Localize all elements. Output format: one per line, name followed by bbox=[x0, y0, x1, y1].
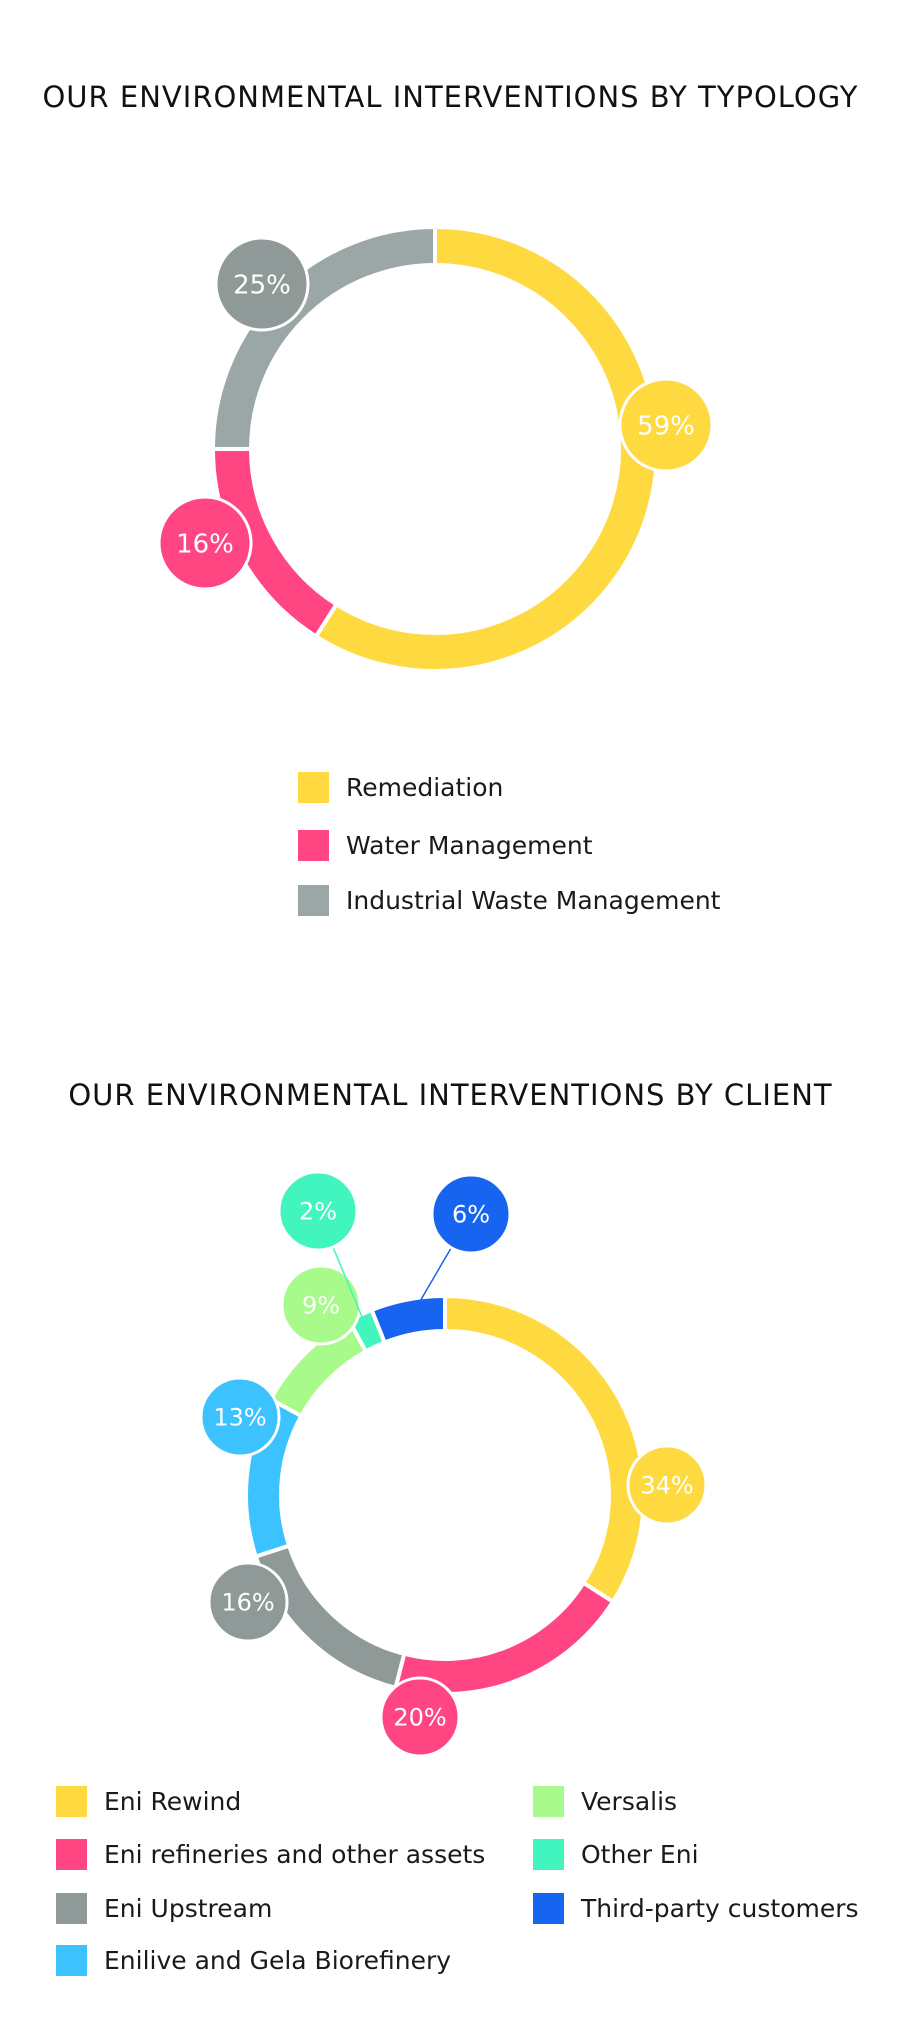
legend-item-eni-upstream: Eni Upstream bbox=[56, 1893, 272, 1924]
data-label-enilive-and-gela-biorefinery: 13% bbox=[213, 1404, 266, 1432]
value-bubble-versalis bbox=[280, 1264, 362, 1346]
donut-segment-eni-rewind bbox=[443, 1293, 646, 1605]
data-label-other-eni: 2% bbox=[299, 1198, 337, 1226]
legend-label: Industrial Waste Management bbox=[346, 886, 721, 915]
donut-segment-third-party-customers bbox=[369, 1293, 447, 1346]
legend-label: Other Eni bbox=[581, 1840, 699, 1869]
legend-swatch bbox=[56, 1839, 87, 1870]
legend-label: Eni Rewind bbox=[104, 1787, 242, 1816]
legend-item-other-eni: Other Eni bbox=[533, 1839, 699, 1870]
legend-label: Eni Upstream bbox=[104, 1894, 273, 1923]
value-bubble-remediation bbox=[618, 377, 714, 473]
data-label-remediation: 59% bbox=[637, 411, 695, 441]
legend-item-third-party-customers: Third-party customers bbox=[533, 1893, 859, 1924]
legend-swatch bbox=[298, 830, 329, 861]
legend-item-versalis: Versalis bbox=[533, 1786, 677, 1817]
legend-swatch bbox=[298, 772, 329, 803]
data-label-eni-rewind: 34% bbox=[640, 1472, 693, 1500]
legend-swatch bbox=[533, 1839, 564, 1870]
value-bubble-eni-refineries-and-other-assets bbox=[379, 1676, 461, 1758]
legend-item-water-management: Water Management bbox=[298, 830, 593, 861]
value-bubble-eni-rewind bbox=[626, 1444, 708, 1526]
data-label-third-party-customers: 6% bbox=[452, 1201, 490, 1229]
legend-item-eni-rewind: Eni Rewind bbox=[56, 1786, 241, 1817]
chart-title-client: OUR ENVIRONMENTAL INTERVENTIONS BY CLIEN… bbox=[68, 1078, 833, 1112]
donut-segments bbox=[210, 224, 659, 673]
value-bubble-third-party-customers bbox=[430, 1173, 512, 1255]
value-bubble-enilive-and-gela-biorefinery bbox=[199, 1376, 281, 1458]
value-bubble-water-management bbox=[157, 495, 253, 591]
data-label-eni-upstream: 16% bbox=[221, 1589, 274, 1617]
legend-label: Versalis bbox=[581, 1787, 678, 1816]
data-label-water-management: 16% bbox=[176, 529, 234, 559]
data-label-eni-refineries-and-other-assets: 20% bbox=[393, 1704, 446, 1732]
value-bubble-eni-upstream bbox=[207, 1561, 289, 1643]
chart-title-typology: OUR ENVIRONMENTAL INTERVENTIONS BY TYPOL… bbox=[42, 80, 859, 114]
donut-chart-client: 34% 20% 16% 13% 9% 2% 6% bbox=[199, 1170, 708, 1758]
legend-item-enilive-and-gela-biorefinery: Enilive and Gela Biorefinery bbox=[56, 1945, 451, 1976]
legend-swatch bbox=[533, 1893, 564, 1924]
donut-segment-remediation bbox=[313, 224, 659, 673]
legend-label: Enilive and Gela Biorefinery bbox=[104, 1946, 452, 1975]
legend-label: Water Management bbox=[346, 831, 593, 860]
legend-label: Remediation bbox=[346, 773, 504, 802]
legend-swatch bbox=[56, 1945, 87, 1976]
legend-item-eni-refineries-and-other-assets: Eni refineries and other assets bbox=[56, 1839, 485, 1870]
legend-swatch bbox=[533, 1786, 564, 1817]
donut-chart-typology: 59% 16% 25% bbox=[157, 224, 714, 673]
legend-label: Eni refineries and other assets bbox=[104, 1840, 486, 1869]
value-bubble-industrial-waste-management bbox=[214, 236, 310, 332]
legend-label: Third-party customers bbox=[581, 1894, 859, 1923]
legend-swatch bbox=[56, 1786, 87, 1817]
legend-item-industrial-waste-management: Industrial Waste Management bbox=[298, 885, 720, 916]
data-label-industrial-waste-management: 25% bbox=[233, 270, 291, 300]
legend-item-remediation: Remediation bbox=[298, 772, 503, 803]
data-label-versalis: 9% bbox=[302, 1292, 340, 1320]
legend-swatch bbox=[298, 885, 329, 916]
donut-segment-industrial-waste-management bbox=[210, 224, 437, 451]
donut-segments bbox=[244, 1293, 646, 1696]
legend-swatch bbox=[56, 1893, 87, 1924]
value-bubble-other-eni bbox=[277, 1170, 359, 1252]
